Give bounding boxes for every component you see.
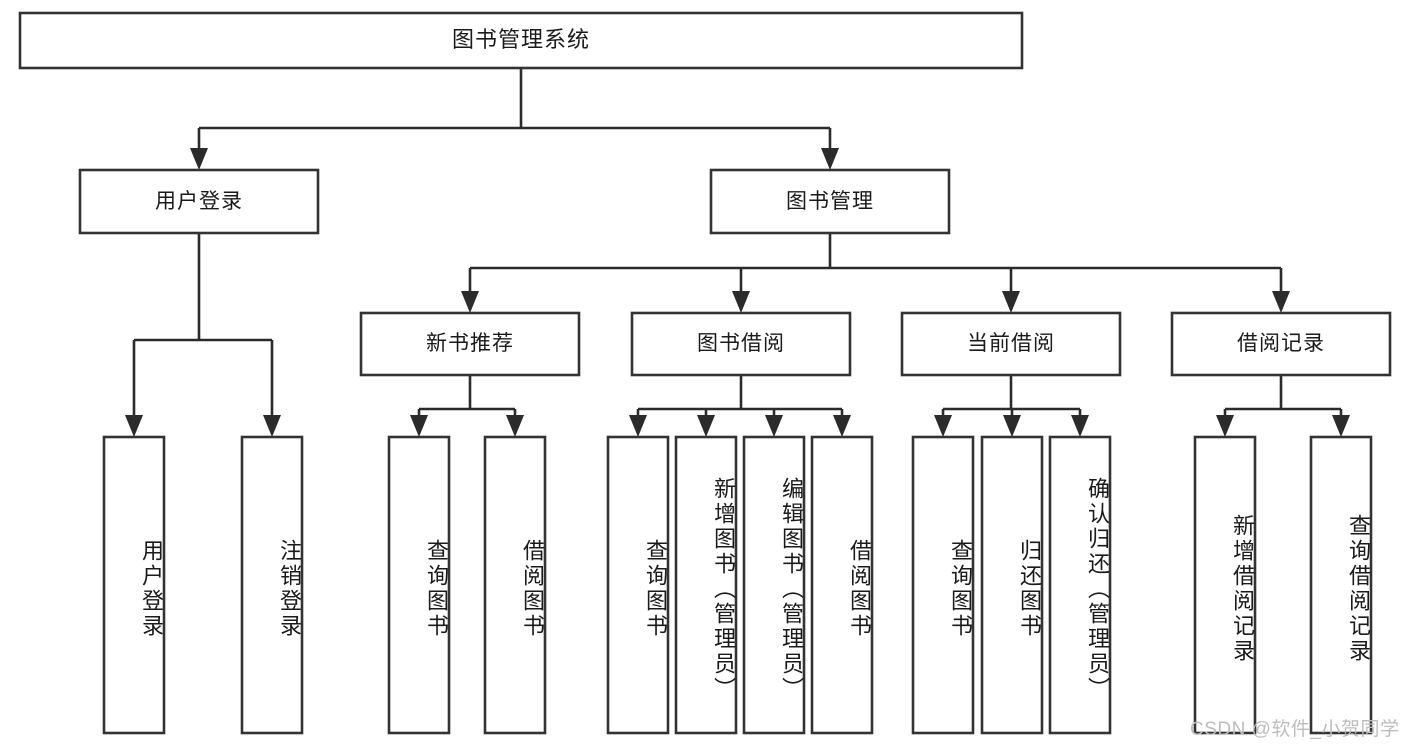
node-图书管理系统[interactable] — [18, 11, 1024, 70]
node-借阅记录[interactable] — [1170, 311, 1392, 377]
arrow-to-注销登录-1 — [263, 415, 281, 437]
node-图书借阅[interactable] — [630, 311, 852, 377]
arrow-to-编辑图书管理员-2 — [765, 415, 783, 437]
connectors-layer — [125, 68, 1350, 437]
node-当前借阅[interactable] — [900, 311, 1122, 377]
leaf-node-用户登录-0[interactable] — [102, 435, 166, 735]
arrow-to-图书借阅 — [732, 291, 750, 313]
arrow-to-确认归还管理员-2 — [1071, 415, 1089, 437]
arrow-to-查询图书-0 — [934, 415, 952, 437]
arrow-to-用户登录-0 — [125, 415, 143, 437]
arrow-to-图书管理 — [821, 148, 839, 170]
leaf-node-新增借阅记录-11[interactable] — [1193, 435, 1257, 735]
arrow-to-查询借阅记录-1 — [1332, 415, 1350, 437]
arrow-to-借阅图书-1 — [506, 415, 524, 437]
csdn-watermark: CSDN @软件_小贺同学 — [1190, 719, 1400, 740]
arrow-to-查询图书-0 — [410, 415, 428, 437]
leaf-node-编辑图书管理员-6[interactable] — [742, 435, 806, 735]
arrow-to-新增图书管理员-1 — [697, 415, 715, 437]
node-boxes-layer — [18, 11, 1392, 735]
arrow-to-借阅记录 — [1272, 291, 1290, 313]
arrow-to-新书推荐 — [461, 291, 479, 313]
leaf-node-查询图书-2[interactable] — [387, 435, 451, 735]
leaf-node-确认归还管理员-10[interactable] — [1048, 435, 1112, 735]
node-图书管理[interactable] — [709, 168, 951, 235]
leaf-node-借阅图书-3[interactable] — [483, 435, 547, 735]
leaf-node-查询图书-8[interactable] — [911, 435, 975, 735]
arrow-to-新增借阅记录-0 — [1216, 415, 1234, 437]
arrow-to-用户登录 — [190, 148, 208, 170]
arrow-to-归还图书-1 — [1003, 415, 1021, 437]
node-新书推荐[interactable] — [359, 311, 581, 377]
leaf-node-归还图书-9[interactable] — [980, 435, 1044, 735]
arrow-to-借阅图书-3 — [833, 415, 851, 437]
leaf-node-查询借阅记录-12[interactable] — [1309, 435, 1373, 735]
arrow-to-查询图书-0 — [629, 415, 647, 437]
arrow-to-当前借阅 — [1002, 291, 1020, 313]
leaf-node-注销登录-1[interactable] — [240, 435, 304, 735]
node-用户登录[interactable] — [78, 168, 320, 235]
leaf-node-查询图书-4[interactable] — [606, 435, 670, 735]
leaf-node-借阅图书-7[interactable] — [810, 435, 874, 735]
leaf-node-新增图书管理员-5[interactable] — [674, 435, 738, 735]
